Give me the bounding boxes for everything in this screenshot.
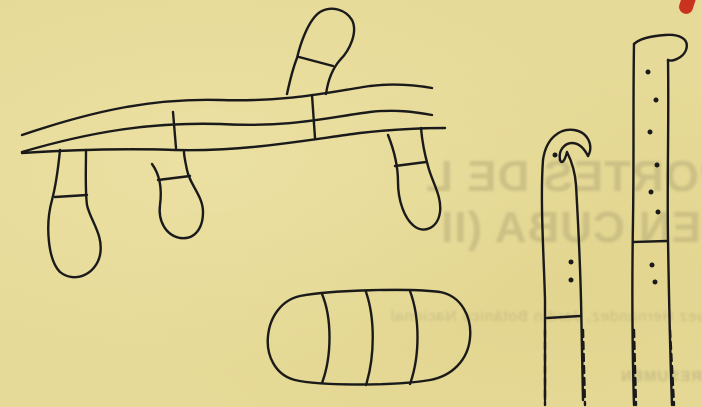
tall-pore-8 xyxy=(653,280,658,285)
hook-septum xyxy=(547,316,580,318)
upper-branch xyxy=(287,9,354,94)
tall-pore-2 xyxy=(654,98,659,103)
lower-middle-branch xyxy=(152,152,203,238)
tall-pore-3 xyxy=(648,130,653,135)
spore-septum-2 xyxy=(366,292,373,385)
hook-inner-wall xyxy=(560,152,583,400)
tall-pore-1 xyxy=(646,70,651,75)
tall-septum xyxy=(634,241,667,242)
hypha-upper-wall xyxy=(22,85,432,135)
spore-septum-3 xyxy=(410,291,418,384)
hooked-appendage xyxy=(542,130,590,405)
lower-left-branch xyxy=(48,150,100,277)
lower-right-septum xyxy=(395,162,426,166)
tall-pore-6 xyxy=(656,210,661,215)
upper-branch-septum xyxy=(299,57,333,66)
spore-septum-1 xyxy=(322,294,330,383)
tall-appendage xyxy=(632,35,686,405)
hook-tip xyxy=(560,143,588,160)
lower-right-branch xyxy=(388,128,440,230)
lower-left-septum xyxy=(55,195,87,197)
septate-spore xyxy=(268,290,471,385)
tall-tip xyxy=(634,35,687,61)
hook-pore-2 xyxy=(569,260,574,265)
tall-pore-5 xyxy=(649,190,654,195)
hook-pore-3 xyxy=(569,278,574,283)
tall-pore-4 xyxy=(655,163,660,168)
branched-hypha xyxy=(22,9,445,277)
septum-1 xyxy=(173,112,176,148)
septum-2 xyxy=(312,95,315,138)
tall-left-wall xyxy=(632,44,634,405)
hook-pore-1 xyxy=(553,153,558,158)
lower-middle-septum xyxy=(158,176,190,180)
tall-pore-7 xyxy=(650,263,655,268)
